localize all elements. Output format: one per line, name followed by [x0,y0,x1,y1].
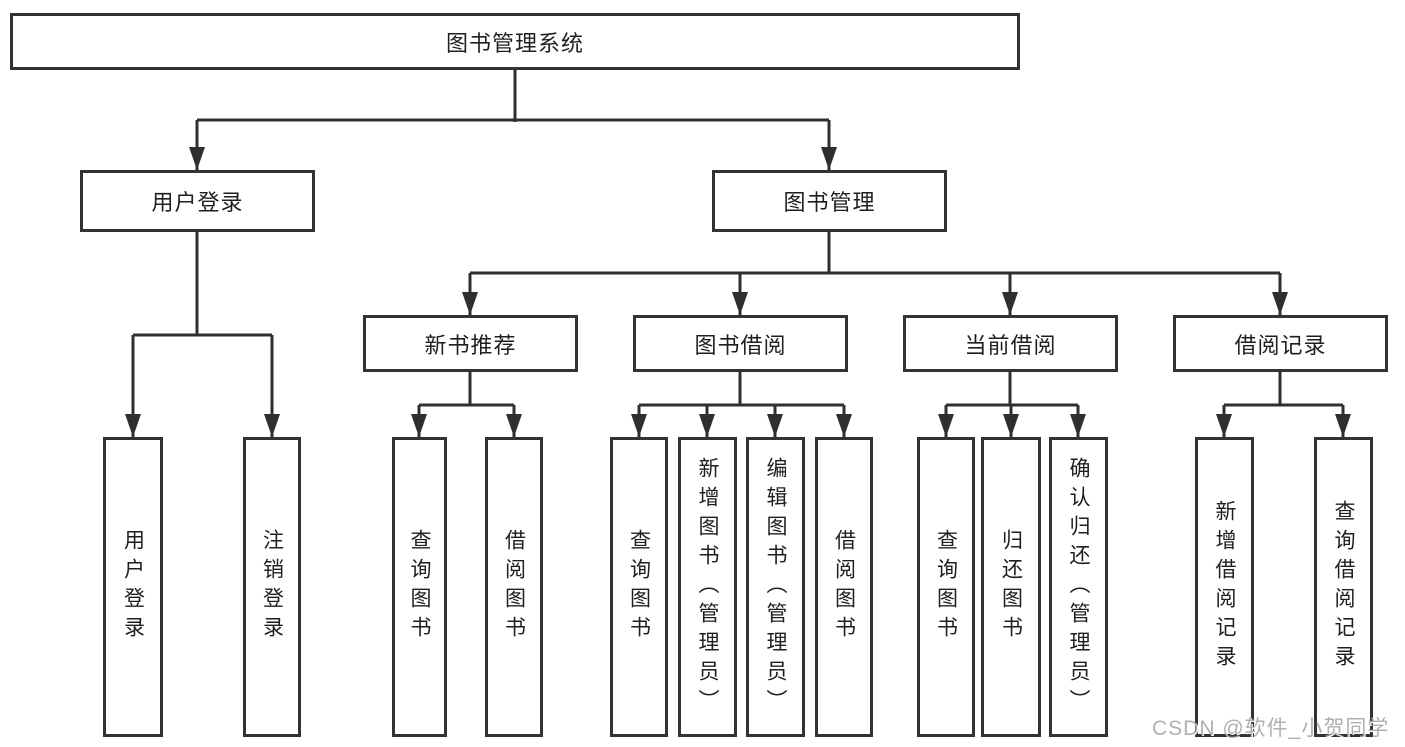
leaf-bb-edit-book-admin-label: 编辑图书（管理员） [764,456,788,718]
leaf-nb-borrow-book: 借阅图书 [485,437,543,737]
leaf-bb-borrow-book: 借阅图书 [815,437,873,737]
leaf-nb-query-book-label: 查询图书 [408,529,432,645]
leaf-nb-query-book: 查询图书 [392,437,447,737]
leaf-br-add-record: 新增借阅记录 [1195,437,1254,737]
leaf-bb-add-book-admin: 新增图书（管理员） [678,437,737,737]
node-new-book-recommend: 新书推荐 [363,315,578,372]
leaf-bb-query-book-label: 查询图书 [627,529,651,645]
node-new-book-recommend-label: 新书推荐 [424,332,517,358]
leaf-br-query-record-label: 查询借阅记录 [1332,500,1356,674]
leaf-cb-confirm-return-admin: 确认归还（管理员） [1049,437,1108,737]
node-book-management: 图书管理 [712,170,947,232]
leaf-bb-query-book: 查询图书 [610,437,668,737]
leaf-user-login: 用户登录 [103,437,163,737]
node-current-borrow: 当前借阅 [903,315,1118,372]
leaf-user-login-label: 用户登录 [121,529,145,645]
leaf-bb-edit-book-admin: 编辑图书（管理员） [746,437,805,737]
node-root: 图书管理系统 [10,13,1020,70]
leaf-cb-query-book: 查询图书 [917,437,975,737]
watermark-text: CSDN @软件_小贺同学 [1152,717,1390,740]
leaf-br-add-record-label: 新增借阅记录 [1213,500,1237,674]
leaf-br-query-record: 查询借阅记录 [1314,437,1373,737]
node-borrow-record-label: 借阅记录 [1234,332,1327,358]
node-book-borrow: 图书借阅 [633,315,848,372]
node-book-borrow-label: 图书借阅 [694,332,787,358]
leaf-cb-confirm-return-admin-label: 确认归还（管理员） [1067,456,1091,718]
connector-arrows [125,120,1351,437]
leaf-cb-return-book-label: 归还图书 [999,529,1023,645]
leaf-bb-add-book-admin-label: 新增图书（管理员） [696,456,720,718]
leaf-logout: 注销登录 [243,437,301,737]
leaf-nb-borrow-book-label: 借阅图书 [502,529,526,645]
node-user-login: 用户登录 [80,170,315,232]
node-user-login-label: 用户登录 [151,190,244,215]
leaf-logout-label: 注销登录 [260,529,284,645]
node-book-management-label: 图书管理 [783,190,876,215]
node-root-label: 图书管理系统 [445,30,584,56]
leaf-bb-borrow-book-label: 借阅图书 [832,529,856,645]
node-current-borrow-label: 当前借阅 [964,332,1057,358]
node-borrow-record: 借阅记录 [1173,315,1388,372]
leaf-cb-return-book: 归还图书 [981,437,1041,737]
leaf-cb-query-book-label: 查询图书 [934,529,958,645]
